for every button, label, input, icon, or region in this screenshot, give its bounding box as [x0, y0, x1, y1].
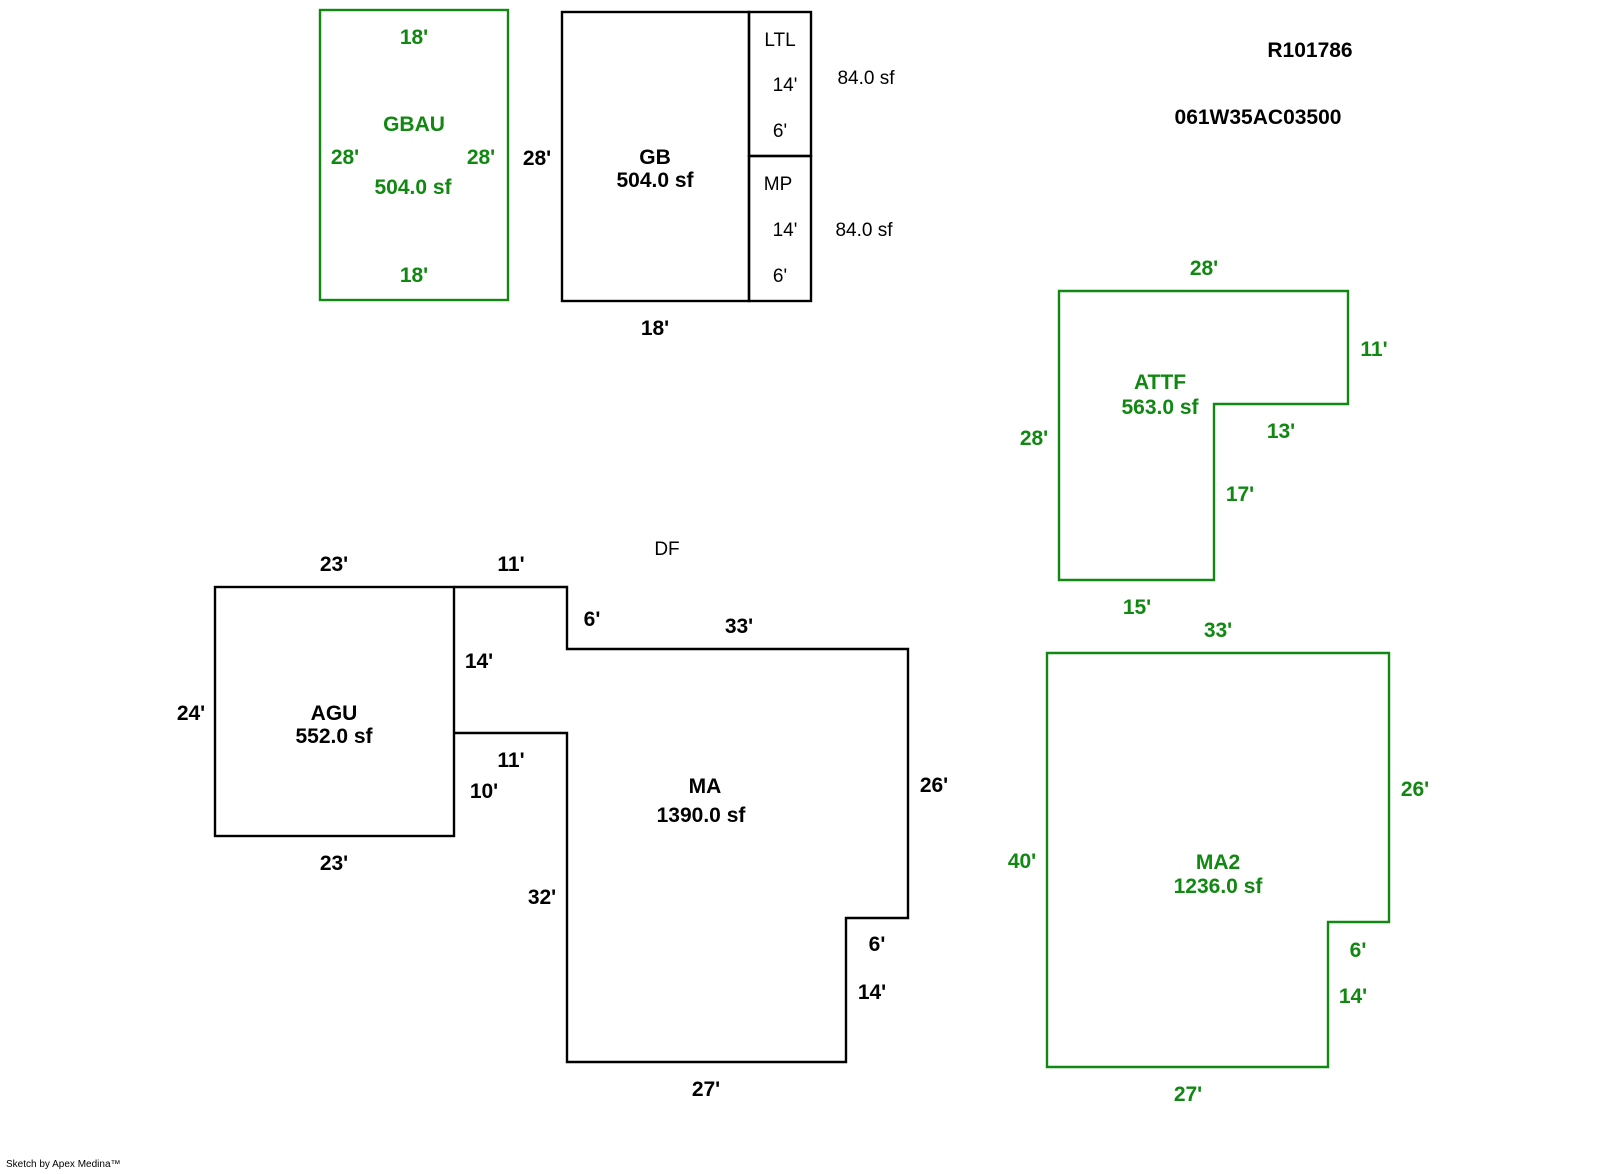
attf-outline	[1057, 289, 1350, 582]
ma2-left-dim: 40'	[1008, 850, 1036, 873]
gb-left-dim: 28'	[523, 147, 551, 170]
ma2-step-h-dim: 6'	[1350, 939, 1367, 962]
ma2-bottom-dim: 27'	[1174, 1083, 1202, 1106]
ma-notch-dim: 6'	[584, 608, 601, 631]
agu-area: 552.0 sf	[295, 725, 373, 748]
ma-step-v-dim: 14'	[858, 981, 886, 1004]
parcel-id: R101786	[1267, 39, 1352, 62]
ma-outline	[454, 585, 910, 1064]
ma-bottom-dim: 27'	[692, 1078, 720, 1101]
ma2-step-v-dim: 14'	[1339, 985, 1367, 1008]
attf-top-dim: 28'	[1190, 257, 1218, 280]
mp-outline	[747, 154, 813, 303]
gbau-label: GBAU	[383, 113, 445, 136]
gbau-right-dim: 28'	[467, 146, 495, 169]
gb-bottom-dim: 18'	[641, 317, 669, 340]
mp-width-dim: 6'	[773, 266, 787, 287]
gbau-top-dim: 18'	[400, 26, 428, 49]
gbau-outline	[318, 8, 510, 302]
ltl-area: 84.0 sf	[837, 68, 895, 89]
agu-outline	[213, 585, 456, 838]
ma-connector-h-dim: 11'	[497, 749, 524, 772]
map-number: 061W35AC03500	[1175, 106, 1342, 129]
agu-left-dim: 24'	[177, 702, 205, 725]
ma-top-dim: 33'	[725, 615, 753, 638]
ma-left-dim: 32'	[528, 886, 556, 909]
agu-top-dim: 23'	[320, 553, 348, 576]
gbau-bottom-dim: 18'	[400, 264, 428, 287]
gb-area: 504.0 sf	[616, 169, 694, 192]
gbau-left-dim: 28'	[331, 146, 359, 169]
attf-bottom-dim: 15'	[1123, 596, 1151, 619]
ma-step-h-dim: 6'	[869, 933, 886, 956]
agu-bottom-dim: 23'	[320, 852, 348, 875]
ma2-outline	[1045, 651, 1391, 1069]
ltl-width-dim: 6'	[773, 121, 787, 142]
ma-connector-v-dim: 14'	[465, 650, 493, 673]
ma2-top-dim: 33'	[1204, 619, 1232, 642]
ma2-right-dim: 26'	[1401, 778, 1429, 801]
mp-length-dim: 14'	[773, 220, 798, 241]
attf-label: ATTF	[1134, 371, 1186, 394]
ltl-label: LTL	[764, 30, 795, 51]
ma-connector-v2-dim: 10'	[470, 780, 498, 803]
mp-area: 84.0 sf	[835, 220, 893, 241]
ma2-area: 1236.0 sf	[1174, 875, 1264, 898]
attf-area: 563.0 sf	[1121, 396, 1199, 419]
agu-label: AGU	[311, 702, 358, 725]
ma-right-dim: 26'	[920, 774, 948, 797]
ma-top-left-dim: 11'	[497, 553, 524, 576]
mp-label: MP	[764, 174, 793, 195]
attf-right-dim: 11'	[1360, 338, 1387, 361]
gb-label: GB	[639, 146, 671, 169]
ltl-length-dim: 14'	[773, 75, 798, 96]
attf-step-dim: 13'	[1267, 420, 1295, 443]
attf-inner-dim: 17'	[1226, 483, 1254, 506]
sketch-credit: Sketch by Apex Medina™	[6, 1159, 121, 1170]
ma-area: 1390.0 sf	[657, 804, 747, 827]
gbau-area: 504.0 sf	[374, 176, 452, 199]
ma2-label: MA2	[1196, 851, 1240, 874]
attf-left-dim: 28'	[1020, 427, 1048, 450]
df-label: DF	[654, 539, 679, 560]
ma-label: MA	[689, 775, 722, 798]
